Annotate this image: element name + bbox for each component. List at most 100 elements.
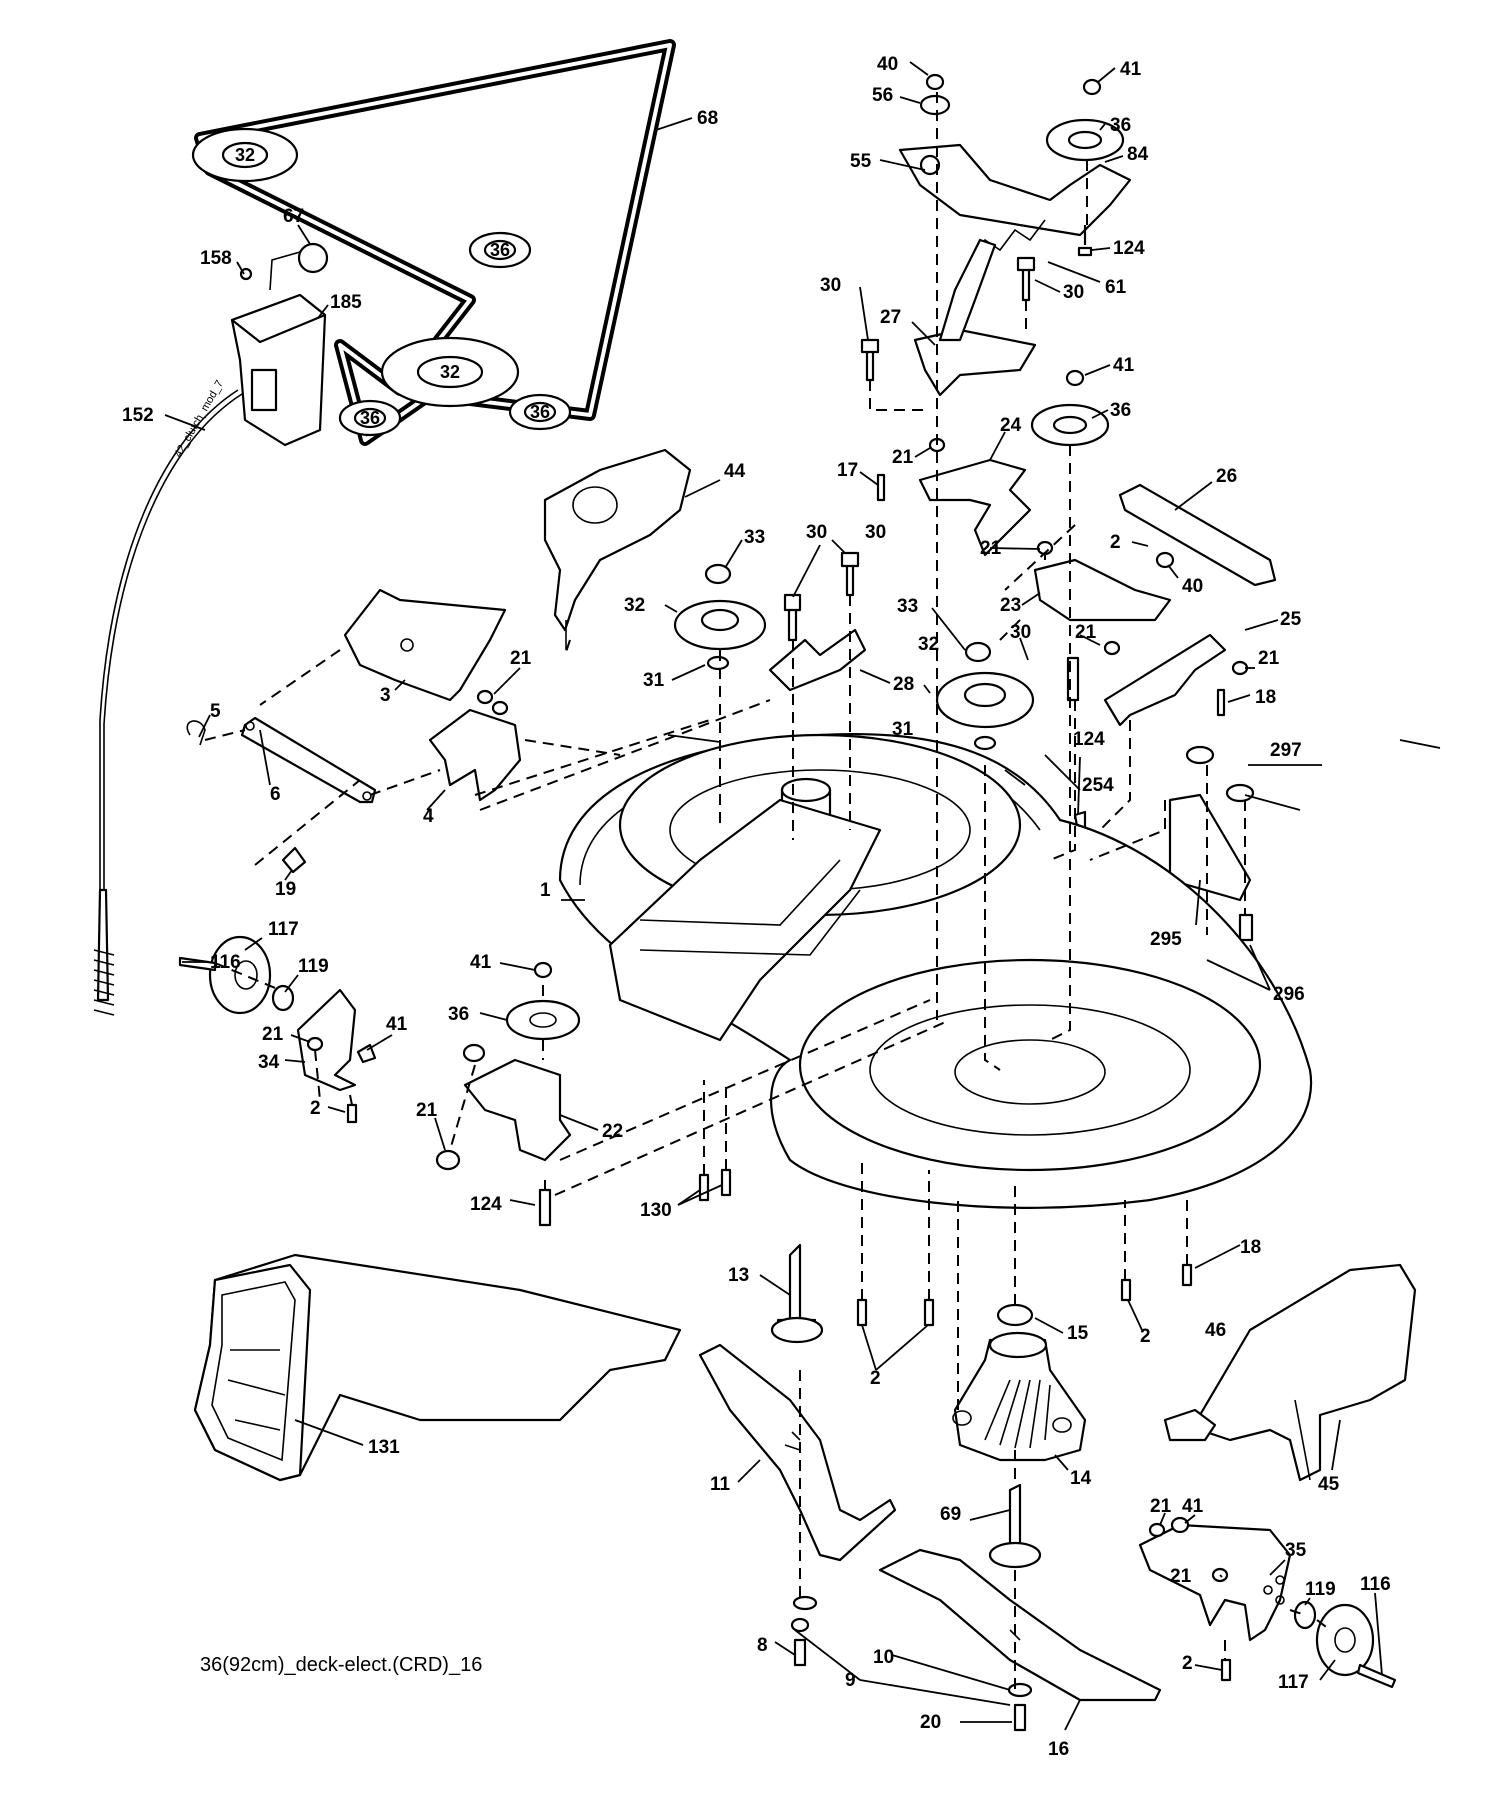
label-35: 35	[1285, 1540, 1307, 1561]
label-8: 8	[757, 1635, 768, 1656]
label-36: 36	[1110, 400, 1131, 421]
label-68: 68	[697, 108, 718, 129]
nut-41-wheel	[356, 1043, 377, 1064]
nut-41-middle	[1065, 369, 1085, 387]
clutch-cable: 42_clutch_mod_7	[93, 378, 243, 1016]
nut-33-right	[964, 641, 992, 663]
label-10: 10	[873, 1647, 894, 1668]
drive-belt	[194, 39, 676, 446]
label-32: 32	[918, 634, 939, 655]
bolt-2-right	[1120, 1278, 1132, 1302]
nut-41-top	[1082, 78, 1102, 96]
spacer-21-lower	[435, 1149, 461, 1171]
label-2: 2	[1182, 1653, 1193, 1674]
label-30: 30	[820, 275, 841, 296]
label-2: 2	[310, 1098, 321, 1119]
label-30: 30	[1063, 282, 1084, 303]
spindle-69	[1008, 1483, 1022, 1547]
spacer-21-upper	[462, 1043, 486, 1063]
label-4: 4	[423, 806, 434, 827]
cover-3	[343, 588, 507, 702]
nut-41-lower	[533, 961, 553, 979]
label-34: 34	[258, 1052, 280, 1073]
label-67: 67	[283, 206, 304, 227]
label-158: 158	[200, 248, 232, 269]
label-26: 26	[1216, 466, 1237, 487]
bolt-124-lower	[538, 1188, 552, 1227]
bolt-8	[793, 1638, 807, 1667]
label-18: 18	[1255, 687, 1276, 708]
label-40: 40	[877, 54, 898, 75]
bracket-34	[296, 988, 357, 1092]
spacer-119-right	[1293, 1600, 1317, 1630]
idler-arm-55	[898, 143, 1132, 237]
label-21: 21	[1258, 648, 1280, 669]
label-61: 61	[1105, 277, 1127, 298]
label-28: 28	[893, 674, 914, 695]
label-21: 21	[892, 447, 914, 468]
label-55: 55	[850, 151, 872, 172]
ball-67	[297, 242, 329, 274]
bolt-19	[281, 846, 307, 874]
label-41: 41	[386, 1014, 408, 1035]
bearing-15	[996, 1303, 1034, 1327]
belt-pulley-labels: 32 36 32 36 36	[235, 145, 550, 428]
label-124: 124	[470, 1194, 502, 1215]
label-2: 2	[1110, 532, 1121, 553]
label-30: 30	[865, 522, 886, 543]
bracket-27	[913, 238, 1037, 397]
nut-21-left-b	[491, 700, 509, 716]
washer-31-left	[706, 655, 730, 671]
shield-44	[543, 448, 692, 650]
label-297: 297	[1270, 740, 1302, 761]
label-33: 33	[897, 596, 918, 617]
nut-41-right-lower	[1170, 1516, 1190, 1534]
washer-10	[792, 1595, 818, 1611]
washer-10-b	[1007, 1682, 1033, 1698]
discharge-chute-131	[193, 1253, 682, 1482]
label-130: 130	[640, 1200, 672, 1221]
plate-23	[1033, 558, 1172, 622]
nut-21-left-a	[476, 689, 494, 705]
nut-297-a	[1185, 745, 1215, 765]
cable-marking: 42_clutch_mod_7	[172, 378, 226, 459]
label-11: 11	[710, 1474, 731, 1495]
bolt-30-center-b	[840, 551, 860, 597]
label-36: 36	[1110, 115, 1131, 136]
label-belt-pulley-top: 32	[235, 145, 255, 165]
bolt-2-right-lower	[1220, 1658, 1232, 1682]
label-22: 22	[602, 1121, 623, 1142]
link-rod-6	[240, 716, 377, 804]
label-20: 20	[920, 1712, 941, 1733]
label-36: 36	[448, 1004, 469, 1025]
nut-21-right-lower	[1148, 1522, 1166, 1538]
clutch-bracket	[230, 251, 327, 447]
label-17: 17	[837, 460, 858, 481]
deflector-shield-45	[1163, 1263, 1417, 1482]
label-116: 116	[210, 952, 241, 973]
label-23: 23	[1000, 595, 1021, 616]
label-13: 13	[728, 1265, 749, 1286]
bolt-20	[1013, 1703, 1027, 1732]
label-1: 1	[540, 880, 551, 901]
label-45: 45	[1318, 1474, 1340, 1495]
label-belt-pulley-left-lower: 36	[360, 408, 380, 428]
bolt-124-top	[1077, 225, 1093, 257]
belt-pulleys	[191, 127, 572, 437]
washer-9	[790, 1617, 810, 1633]
label-21: 21	[1170, 1566, 1192, 1587]
bolt-2-wheel	[346, 1103, 358, 1124]
label-119: 119	[298, 956, 329, 977]
label-18: 18	[1240, 1237, 1261, 1258]
label-152: 152	[122, 405, 154, 426]
label-16: 16	[1048, 1739, 1069, 1760]
bolt-18-upper	[1216, 688, 1226, 717]
bolt-18-lower	[1181, 1263, 1193, 1287]
bracket-25	[1103, 633, 1227, 727]
label-117: 117	[268, 919, 299, 940]
label-27: 27	[880, 307, 901, 328]
label-21: 21	[262, 1024, 284, 1045]
label-21: 21	[980, 538, 1002, 559]
label-19: 19	[275, 879, 296, 900]
label-41: 41	[1182, 1496, 1204, 1517]
